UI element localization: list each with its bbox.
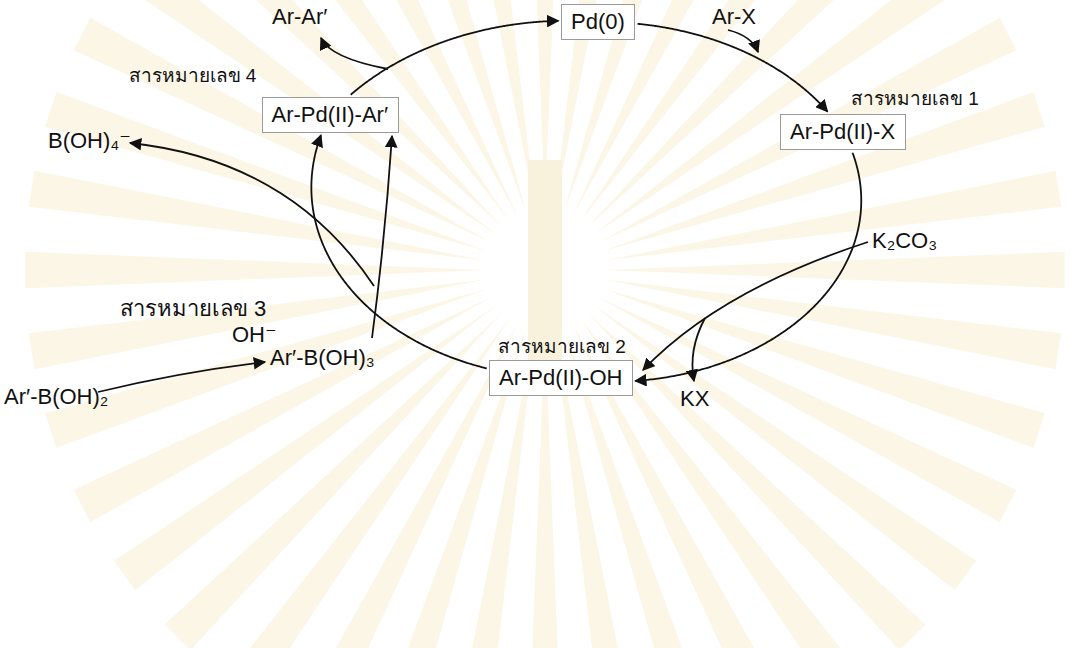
product-arrow bbox=[321, 38, 388, 69]
reagent-formula: Ar-X bbox=[712, 4, 756, 30]
watermark-ray bbox=[594, 305, 977, 590]
formula-text: Ar-Pd(II)-Ar′ bbox=[272, 102, 389, 128]
watermark-ray bbox=[587, 312, 925, 648]
formula-text: Pd(0) bbox=[571, 9, 625, 35]
cycle-arrow bbox=[351, 21, 559, 95]
cycle-arrow bbox=[311, 135, 486, 368]
transmetalation-arrow bbox=[372, 136, 392, 338]
base-formula: K₂CO₃ bbox=[872, 228, 937, 254]
watermark-ray bbox=[29, 279, 486, 369]
watermark-ray bbox=[602, 289, 1045, 448]
base-arrow bbox=[643, 242, 868, 370]
cycle-arrow bbox=[635, 153, 861, 381]
cycle-arrow bbox=[638, 24, 828, 112]
intermediate-box: สารหมายเลข 4Ar-Pd(II)-Ar′ bbox=[262, 97, 399, 133]
watermark-ray bbox=[165, 0, 503, 228]
byproduct-arrow bbox=[130, 143, 374, 286]
intermediate-box: สารหมายเลข 1Ar-Pd(II)-X bbox=[780, 114, 906, 150]
byproduct-formula: KX bbox=[680, 386, 709, 412]
watermark-ray bbox=[564, 0, 723, 213]
formula-text: Ar-Pd(II)-X bbox=[790, 119, 895, 145]
catalyst-box: Pd(0) bbox=[561, 4, 635, 40]
watermark-ray bbox=[165, 312, 503, 648]
compound-number: สารหมายเลข 2 bbox=[498, 335, 626, 359]
watermark-ray bbox=[45, 92, 488, 251]
reagent-arrow bbox=[728, 30, 758, 52]
reagent-arrow bbox=[98, 362, 265, 392]
watermark-ray bbox=[604, 171, 1061, 261]
formula-text: Ar-Pd(II)-OH bbox=[499, 365, 622, 391]
compound-number: สารหมายเลข 4 bbox=[129, 64, 257, 88]
boronate-formula: Ar′-B(OH)₃ bbox=[270, 345, 375, 371]
compound-number: สารหมายเลข 1 bbox=[851, 87, 979, 111]
intermediate-box: สารหมายเลข 2Ar-Pd(II)-OH bbox=[489, 360, 633, 396]
reagent-formula: Ar′-B(OH)₂ bbox=[4, 384, 108, 410]
product-formula: Ar-Ar′ bbox=[272, 4, 327, 30]
byproduct-formula: B(OH)₄⁻ bbox=[48, 128, 131, 154]
watermark-ray bbox=[25, 252, 485, 288]
watermark-ray bbox=[446, 0, 536, 211]
reagent-formula: OH⁻ bbox=[232, 322, 277, 348]
compound-number: สารหมายเลข 3 bbox=[120, 296, 266, 322]
